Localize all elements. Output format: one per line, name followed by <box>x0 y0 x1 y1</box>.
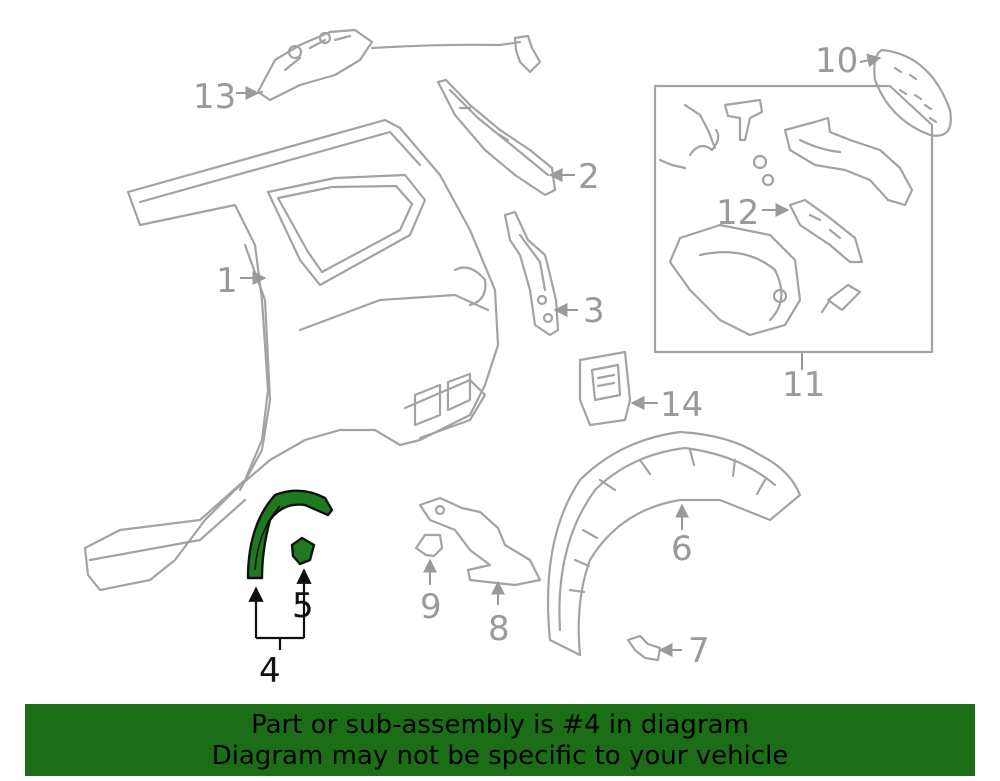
callout-10: 10 <box>815 41 858 81</box>
banner-line-1: Part or sub-assembly is #4 in diagram <box>251 710 749 740</box>
callout-13: 13 <box>193 77 236 117</box>
callout-8: 8 <box>488 609 510 649</box>
callout-14: 14 <box>660 385 703 425</box>
callout-6: 6 <box>671 529 693 569</box>
callout-2: 2 <box>578 157 600 197</box>
leader-10 <box>859 53 882 68</box>
callout-3: 3 <box>583 291 605 331</box>
part-5-clip <box>290 536 316 566</box>
part-3-bracket <box>503 210 560 337</box>
info-banner: Part or sub-assembly is #4 in diagram Di… <box>25 704 975 776</box>
part-1-quarter-panel <box>83 118 500 592</box>
part-10-fuel-door <box>873 48 952 137</box>
callout-5: 5 <box>292 586 314 626</box>
leader-4-bracket <box>256 636 304 650</box>
callout-9: 9 <box>420 587 442 627</box>
part-4-wheel-arch-molding <box>246 489 334 580</box>
callout-1: 1 <box>216 261 238 301</box>
part-6-wheel-liner <box>546 430 802 657</box>
part-2-reinforcement <box>436 78 557 197</box>
part-11-fuel-door-assembly-box <box>653 84 934 354</box>
part-14-vent <box>578 350 632 427</box>
part-8-bracket <box>418 496 542 587</box>
part-7-clip <box>626 634 662 662</box>
part-9-clip <box>414 533 444 558</box>
part-13-door-actuator <box>246 28 542 102</box>
callout-11: 11 <box>782 365 825 405</box>
callout-7: 7 <box>688 631 710 671</box>
callout-4: 4 <box>259 651 281 691</box>
parts-diagram: 13 2 3 1 10 12 11 14 6 7 8 9 5 4 <box>83 28 952 691</box>
banner-line-2: Diagram may not be specific to your vehi… <box>211 741 789 771</box>
callout-12: 12 <box>716 193 759 233</box>
